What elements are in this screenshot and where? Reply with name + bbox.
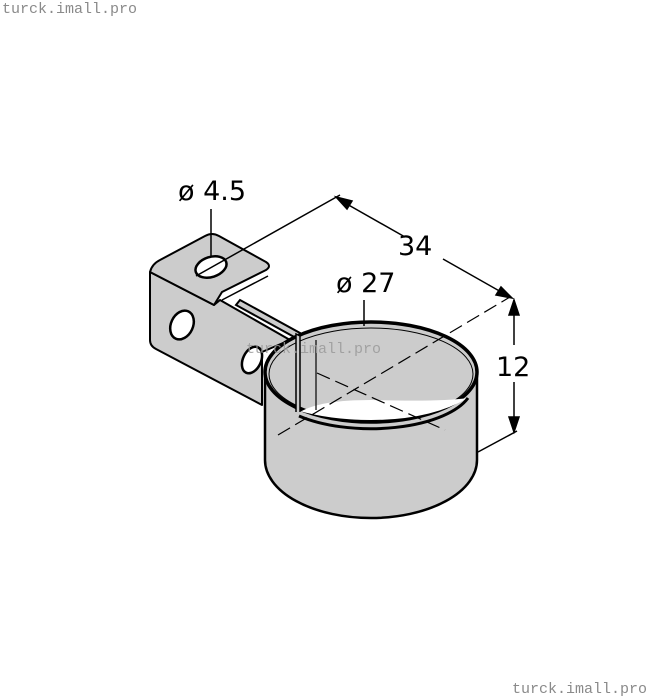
- dimension-lines: [195, 194, 521, 453]
- dimension-overall-length: 34: [398, 231, 432, 262]
- ring-clamp: [263, 296, 511, 520]
- dimension-height: 12: [496, 352, 530, 383]
- watermark-top: turck.imall.pro: [2, 1, 138, 18]
- watermark-bottom: turck.imall.pro: [511, 681, 647, 698]
- mounting-hole-side: [168, 309, 196, 341]
- watermark-center: turck.imall.pro: [246, 341, 382, 358]
- dimension-ring-diameter: ø 27: [336, 268, 395, 299]
- dimension-hole-diameter: ø 4.5: [178, 176, 246, 207]
- mounting-hole-side-2: [240, 345, 264, 375]
